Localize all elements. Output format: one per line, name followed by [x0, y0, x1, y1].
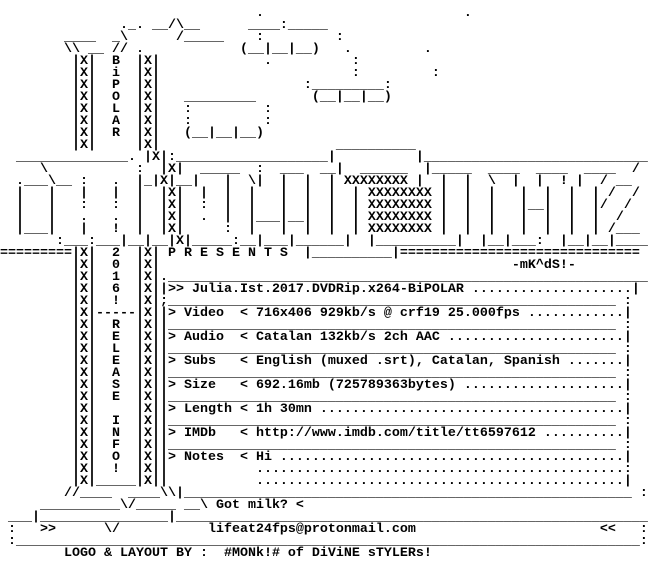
nfo-line: |X|_____|X|| ...........................…	[0, 474, 632, 489]
nfo-line: .___\__ : . |_|X|__| | \| | | | XXXXXXXX…	[0, 174, 632, 189]
nfo-line: |X| L |X||______________________________…	[0, 342, 632, 357]
nfo-line: |___| | ! | |X| : | | | | | XXXXXXXX | |…	[0, 222, 640, 237]
nfo-line: |X| E |X||> Subs < English (muxed .srt),…	[0, 354, 632, 369]
nfo-line: |X| S |X||> Size < 692.16mb (725789363by…	[0, 378, 632, 393]
nfo-line: =========|X| 2 |X| P R E S E N T S |____…	[0, 246, 640, 261]
nfo-line: |X| 6 |X||>> Julia.Ist.2017.DVDRip.x264-…	[0, 282, 640, 297]
nfo-line: |X| ! |X|| .............................…	[0, 462, 632, 477]
nfo-line: : >> \/ lifeat24fps@protonmail.com << :	[0, 522, 648, 537]
nfo-line: |X| P |X| :_________:	[0, 78, 392, 93]
nfo-line: | | | | | |X| | | | | | | | XXXXXXXX | |…	[0, 186, 640, 201]
nfo-line: |X| E |X||> Audio < Catalan 132kb/s 2ch …	[0, 330, 632, 345]
nfo-line: ___|________________|___________________…	[0, 510, 648, 525]
nfo-line: |X| R |X| (__|__|__)	[0, 126, 264, 141]
nfo-line: |X| |X||> Length < 1h 30mn .............…	[0, 402, 632, 417]
nfo-line: \ : |X| _____ : ___ __| ______ |_____ __…	[0, 162, 640, 177]
nfo-line: |X| I |X||______________________________…	[0, 414, 632, 429]
nfo-line: |X| A |X||______________________________…	[0, 366, 632, 381]
nfo-line: |X| B |X| . :	[0, 54, 360, 69]
nfo-line: //____ ____\\|__________________________…	[0, 486, 648, 501]
nfo-line: |X| O |X||> Notes < Hi .................…	[0, 450, 632, 465]
nfo-line: ____ _\ /_____ : :	[0, 30, 344, 45]
nfo-line: |X| L |X| : :	[0, 102, 272, 117]
nfo-line: :_______________________________________…	[0, 534, 648, 549]
nfo-line: |X| |X| __________	[0, 138, 416, 153]
nfo-line: ______________. |X|:___________________|…	[0, 150, 648, 165]
nfo-line: |X| ! |X|;______________________________…	[0, 294, 632, 309]
nfo-line: |X| O |X| _________ (__|__|__)	[0, 90, 392, 105]
nfo-line: |X| E |X||______________________________…	[0, 390, 632, 405]
nfo-line: |X| 1 |X|.______________________________…	[0, 270, 648, 285]
nfo-line: |X| N |X||> IMDb < http://www.imdb.com/t…	[0, 426, 632, 441]
nfo-line: | | : : | |X| : | | | | | | XXXXXXXX | |…	[0, 198, 632, 213]
nfo-line: |X| 0 |X| -mK^dS!-	[0, 258, 576, 273]
nfo-line: . .	[0, 6, 472, 21]
nfo-line: |X|-----|X||> Video < 716x406 929kb/s @ …	[0, 306, 632, 321]
nfo-line: | | . . | |X| . | |___|__| | | XXXXXXXX …	[0, 210, 624, 225]
nfo-line: |X| R |X||______________________________…	[0, 318, 632, 333]
nfo-line: |X| i |X| : :	[0, 66, 440, 81]
nfo-line: LOGO & LAYOUT BY : #MONk!# of DiViNE sTY…	[0, 546, 432, 561]
nfo-line: \\ __ // . (__|__|__) . .	[0, 42, 432, 57]
nfo-line: |X| F |X||______________________________…	[0, 438, 632, 453]
nfo-line: ._. __/\__ ____:_____	[0, 18, 328, 33]
nfo-line: |X| A |X| : :	[0, 114, 272, 129]
nfo-line: :___:___|__|__|X|_____:__|___|______| |_…	[0, 234, 648, 249]
nfo-line: __________\/_____ __\ Got milk? <	[0, 498, 304, 513]
